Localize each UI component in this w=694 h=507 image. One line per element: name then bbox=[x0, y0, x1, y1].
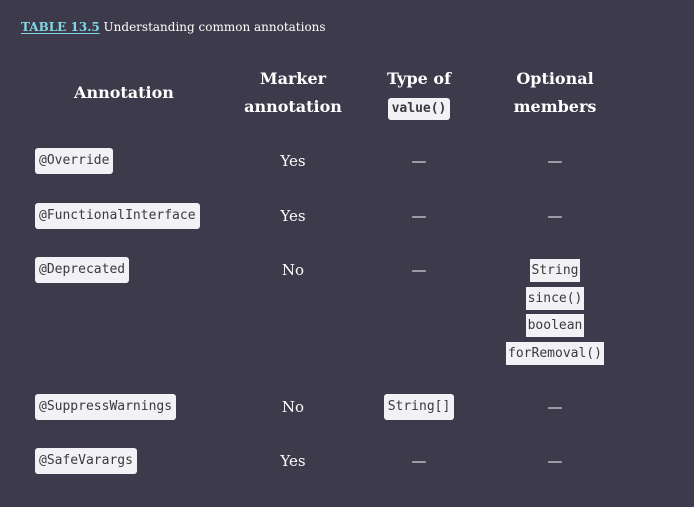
type-code: String[] bbox=[383, 394, 455, 420]
table-row: @SuppressWarnings bbox=[35, 394, 177, 420]
header-type-of-value: Type of value() bbox=[359, 65, 479, 121]
annotation-code: @FunctionalInterface bbox=[35, 203, 200, 229]
table-row: @Override bbox=[35, 148, 114, 174]
header-marker-annotation: Marker annotation bbox=[244, 69, 342, 116]
optional-members-stack: String since() boolean forRemoval() bbox=[495, 257, 615, 367]
optional-cell: — bbox=[547, 398, 563, 416]
table-label[interactable]: TABLE 13.5 bbox=[21, 20, 100, 34]
annotation-code: @SuppressWarnings bbox=[35, 394, 177, 420]
type-cell: — bbox=[411, 152, 427, 170]
marker-cell: Yes bbox=[280, 207, 306, 225]
annotation-code: @Override bbox=[35, 148, 114, 174]
optional-member-line: since() bbox=[525, 286, 585, 310]
table-title: Understanding common annotations bbox=[103, 20, 326, 34]
type-cell: — bbox=[411, 452, 427, 470]
annotation-code: @SafeVarargs bbox=[35, 448, 137, 474]
optional-member-line: boolean bbox=[525, 314, 585, 337]
optional-member-line: forRemoval() bbox=[506, 341, 604, 365]
table-row: @Deprecated bbox=[35, 257, 130, 283]
marker-cell: Yes bbox=[280, 152, 306, 170]
type-cell: — bbox=[411, 207, 427, 225]
table-row: @SafeVarargs bbox=[35, 448, 137, 474]
header-value-code: value() bbox=[387, 98, 451, 120]
type-cell: String[] bbox=[359, 394, 479, 420]
type-cell: — bbox=[411, 261, 427, 279]
optional-cell: — bbox=[547, 152, 563, 170]
table-row: @FunctionalInterface bbox=[35, 203, 200, 229]
header-annotation: Annotation bbox=[74, 83, 174, 102]
table-caption: TABLE 13.5 Understanding common annotati… bbox=[21, 19, 326, 35]
optional-cell: — bbox=[547, 207, 563, 225]
header-optional-members: Optional members bbox=[513, 69, 597, 116]
annotation-code: @Deprecated bbox=[35, 257, 130, 283]
optional-cell: — bbox=[547, 452, 563, 470]
marker-cell: No bbox=[281, 261, 305, 279]
optional-member-line: String bbox=[529, 259, 581, 282]
marker-cell: No bbox=[281, 398, 305, 416]
marker-cell: Yes bbox=[280, 452, 306, 470]
